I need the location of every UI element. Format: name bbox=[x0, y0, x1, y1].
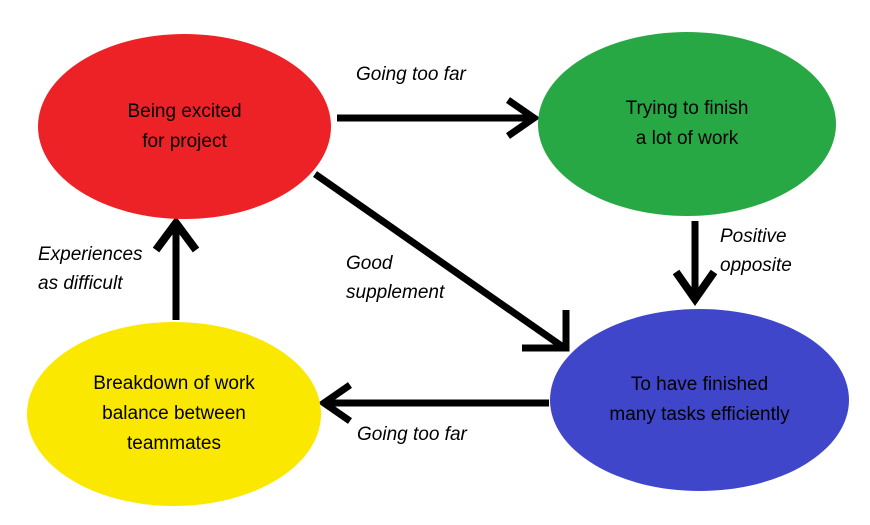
node-to-have-finished-many-tasks[interactable]: To have finished many tasks efficiently bbox=[550, 309, 849, 491]
node-label: Being excited for project bbox=[127, 100, 242, 152]
arrowhead-red-to-green bbox=[506, 97, 541, 139]
edge-label-yellow-to-red: Experiences as difficult bbox=[38, 244, 143, 294]
edge-line-red-to-blue bbox=[312, 171, 566, 350]
edge-label-blue-to-yellow: Going too far bbox=[357, 424, 467, 445]
node-trying-to-finish-a-lot-of-work[interactable]: Trying to finish a lot of work bbox=[538, 32, 836, 216]
edge-label-green-to-blue: Positive opposite bbox=[720, 226, 792, 276]
arrowhead-yellow-to-red bbox=[152, 216, 200, 253]
node-label: To have finished many tasks efficiently bbox=[609, 374, 790, 425]
edge-label-red-to-green: Going too far bbox=[356, 64, 466, 85]
node-label: Trying to finish a lot of work bbox=[625, 98, 749, 149]
edge-label-red-to-blue: Good supplement bbox=[346, 253, 445, 303]
edge-green-to-blue bbox=[672, 221, 718, 306]
node-being-excited-for-project[interactable]: Being excited for project bbox=[38, 34, 331, 219]
edge-blue-to-yellow bbox=[317, 382, 549, 424]
arrowhead-red-to-blue bbox=[522, 310, 570, 352]
arrowhead-blue-to-yellow bbox=[317, 382, 352, 424]
node-breakdown-of-work-balance[interactable]: Breakdown of work balance between teamma… bbox=[27, 322, 321, 506]
edge-red-to-green bbox=[337, 97, 541, 139]
edge-red-to-blue bbox=[312, 171, 570, 352]
node-label: Breakdown of work balance between teamma… bbox=[93, 373, 255, 454]
arrowhead-green-to-blue bbox=[672, 269, 718, 306]
edge-yellow-to-red bbox=[152, 216, 200, 320]
